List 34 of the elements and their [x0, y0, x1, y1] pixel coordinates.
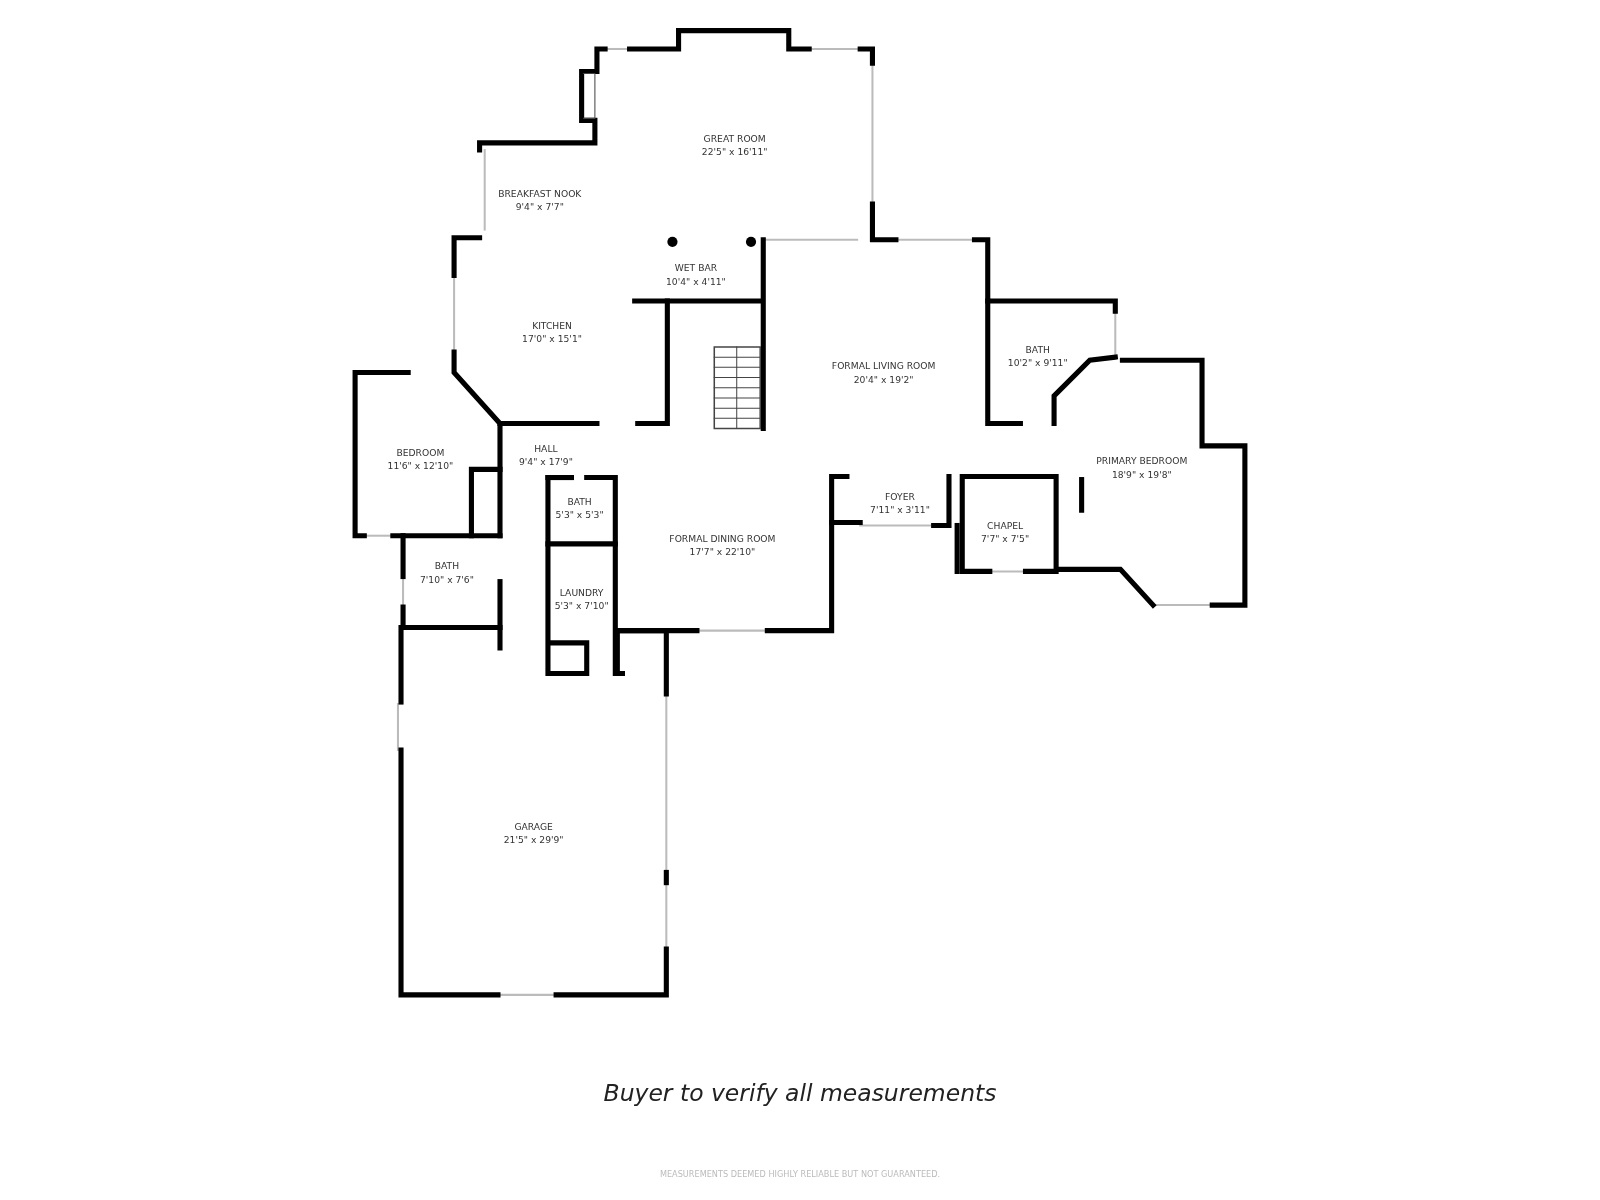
room-name: WET BAR — [673, 262, 719, 276]
disclaimer-note: MEASUREMENTS DEEMED HIGHLY RELIABLE BUT NOT GUARANTEED. — [659, 1169, 941, 1179]
caption: Buyer to verify all measurements — [603, 1079, 997, 1107]
room-name: HALL — [533, 442, 559, 457]
room-dimensions: 21'5" x 29'9" — [503, 833, 564, 847]
room-dimensions: 20'4" x 19'2" — [852, 373, 915, 387]
room-name: BREAKFAST NOOK — [498, 187, 582, 201]
room-name: GARAGE — [513, 820, 554, 834]
room-dimensions: 5'3" x 7'10" — [554, 600, 609, 614]
room-dimensions: 10'2" x 9'11" — [1007, 357, 1068, 371]
room-dimensions: 18'9" x 19'8" — [1110, 468, 1173, 482]
room-dimensions: 17'0" x 15'1" — [522, 332, 582, 346]
room-name: BATH — [1024, 343, 1051, 358]
room-name: FOYER — [884, 490, 916, 505]
room-dimensions: 9'4" x 7'7" — [514, 201, 565, 215]
room-name: CHAPEL — [986, 519, 1025, 533]
room-dimensions: 7'11" x 3'11" — [870, 504, 930, 518]
room-dimensions: 17'7" x 22'10" — [688, 545, 757, 560]
room-name: PRIMARY BEDROOM — [1096, 455, 1188, 469]
room-name: FORMAL DINING ROOM — [669, 532, 776, 546]
room-name: LAUNDRY — [558, 586, 605, 600]
room-name: BATH — [433, 560, 461, 574]
room-dimensions: 22'5" x 16'11" — [701, 145, 768, 160]
room-dimensions: 9'4" x 17'9" — [518, 456, 573, 470]
room-name: BEDROOM — [395, 446, 446, 461]
room-dimensions: 10'4" x 4'11" — [666, 275, 726, 289]
room-dimensions: 7'7" x 7'5" — [981, 532, 1030, 546]
room-name: GREAT ROOM — [702, 132, 767, 146]
room-dimensions: 5'3" x 5'3" — [555, 509, 604, 523]
room-name: BATH — [566, 495, 593, 510]
room-name: KITCHEN — [531, 319, 573, 333]
room-dimensions: 11'6" x 12'10" — [387, 460, 454, 474]
room-dimensions: 7'10" x 7'6" — [419, 573, 474, 587]
room-name: FORMAL LIVING ROOM — [831, 360, 936, 374]
